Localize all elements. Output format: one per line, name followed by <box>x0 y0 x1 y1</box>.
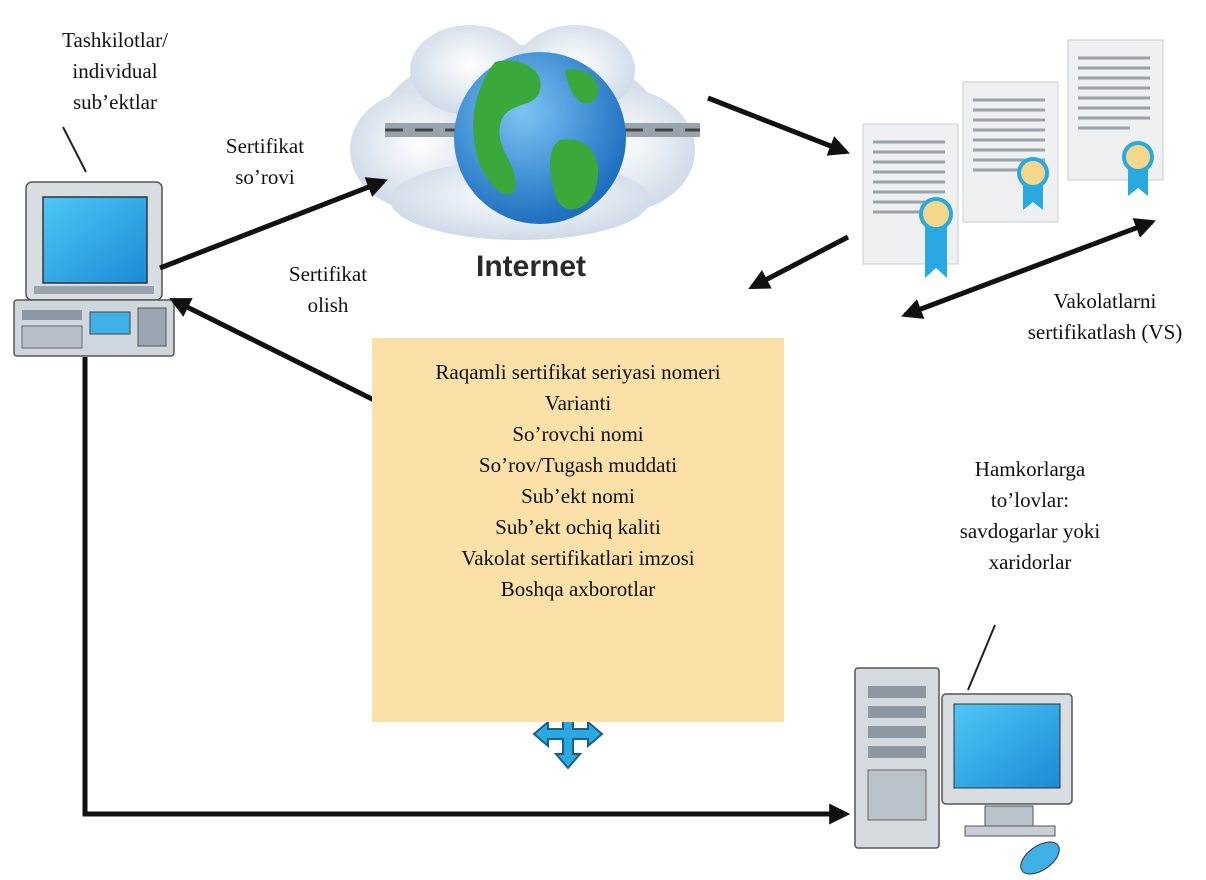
partners-label: Hamkorlarga to’lovlar: savdogarlar yoki … <box>940 454 1120 578</box>
internet-label: Internet <box>476 250 587 283</box>
organizations-label: Tashkilotlar/ individual sub’ektlar <box>30 25 200 118</box>
arrow-to-ca <box>707 95 850 156</box>
receive-label-line: olish <box>307 293 349 317</box>
certificate-field: Sub’ekt ochiq kaliti <box>495 515 661 539</box>
organizations-label-line: individual <box>72 59 158 83</box>
partners-label-line: xaridorlar <box>988 550 1072 574</box>
request-label-line: Sertifikat <box>225 134 305 158</box>
request-label-line: so’rovi <box>235 165 295 189</box>
certificate-field: So’rov/Tugash muddati <box>478 453 678 477</box>
arrow-from-ca <box>748 234 850 290</box>
arrow-user-to-partners <box>82 357 851 825</box>
organizations-label-line: sub’ektlar <box>73 90 157 114</box>
certificate-field: Vakolat sertifikatlari imzosi <box>461 546 695 570</box>
receive-label: Sertifikat olish <box>268 259 388 321</box>
ca-label: Vakolatlarni sertifikatlash (VS) <box>1010 286 1200 348</box>
server-computer-icon <box>854 624 1073 875</box>
receive-label-line: Sertifikat <box>288 262 368 286</box>
globe-cloud-icon <box>350 25 700 240</box>
partners-label-line: Hamkorlarga <box>974 457 1086 481</box>
certificate-field: So’rovchi nomi <box>512 422 644 446</box>
partners-label-line: savdogarlar yoki <box>959 519 1101 543</box>
ca-label-line: sertifikatlash (VS) <box>1027 320 1183 344</box>
arrow-ca-bidirectional <box>901 218 1156 319</box>
arrow-certificate-to-user <box>169 297 386 408</box>
certificate-documents-icon <box>862 39 1164 278</box>
certificate-fields: Raqamli sertifikat seriyasi nomeri Varia… <box>372 357 784 605</box>
certificate-field: Sub’ekt nomi <box>521 484 635 508</box>
certificate-field: Varianti <box>544 391 612 415</box>
arrow-request <box>159 177 388 271</box>
request-label: Sertifikat so’rovi <box>205 131 325 193</box>
desktop-computer-icon <box>13 126 175 357</box>
certificate-field: Boshqa axborotlar <box>500 577 656 601</box>
digital-certificate-card: Raqamli sertifikat seriyasi nomeri Varia… <box>372 338 784 722</box>
ca-label-line: Vakolatlarni <box>1053 289 1157 313</box>
partners-label-line: to’lovlar: <box>990 488 1070 512</box>
move-arrows-icon <box>532 698 604 770</box>
organizations-label-line: Tashkilotlar/ <box>62 28 168 52</box>
certificate-field: Raqamli sertifikat seriyasi nomeri <box>435 360 721 384</box>
